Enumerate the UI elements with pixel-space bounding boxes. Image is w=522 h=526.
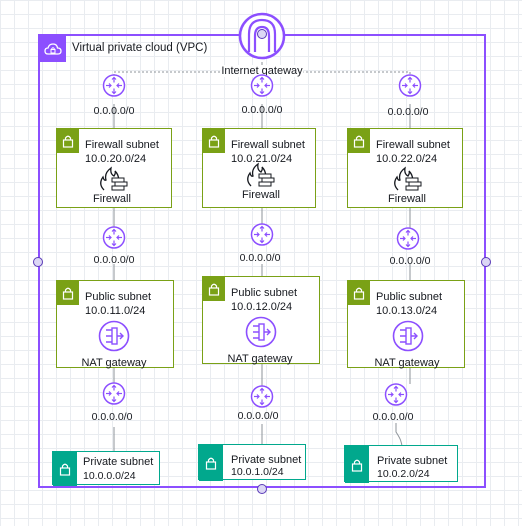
- nat-gateway-label: NAT gateway: [374, 357, 440, 369]
- firewall-subnet-1[interactable]: Firewall subnet 10.0.20.0/24: [56, 128, 172, 208]
- subnet-lock-icon: [348, 281, 370, 305]
- firewall-icon[interactable]: [392, 166, 424, 197]
- subnet-title: Public subnet: [231, 287, 298, 299]
- route-label: 0.0.0.0/0: [93, 105, 135, 117]
- nat-gateway-label: NAT gateway: [81, 357, 147, 369]
- subnet-lock-icon: [53, 452, 77, 486]
- subnet-title: Public subnet: [376, 291, 443, 303]
- vpc-label: Virtual private cloud (VPC): [72, 42, 208, 54]
- subnet-cidr: 10.0.1.0/24: [231, 466, 284, 478]
- subnet-cidr: 10.0.20.0/24: [85, 153, 147, 165]
- subnet-cidr: 10.0.22.0/24: [376, 153, 438, 165]
- subnet-lock-icon: [203, 277, 225, 301]
- route-table-router-icon[interactable]: [396, 227, 420, 256]
- firewall-subnet-2[interactable]: Firewall subnet 10.0.21.0/24: [202, 128, 316, 208]
- private-subnet-2[interactable]: Private subnet 10.0.1.0/24: [198, 444, 306, 481]
- firewall-label: Firewall: [388, 193, 426, 205]
- handle-right[interactable]: [481, 257, 491, 267]
- subnet-cidr: 10.0.11.0/24: [85, 305, 146, 317]
- subnet-cidr: 10.0.13.0/24: [376, 305, 438, 317]
- subnet-lock-icon: [203, 129, 225, 153]
- igw-label: Internet gateway: [220, 65, 304, 77]
- firewall-label: Firewall: [242, 189, 280, 201]
- private-subnet-3[interactable]: Private subnet 10.0.2.0/24: [344, 445, 458, 483]
- firewall-label: Firewall: [93, 193, 131, 205]
- handle-bottom[interactable]: [257, 484, 267, 494]
- subnet-title: Firewall subnet: [85, 139, 159, 151]
- igw-handle[interactable]: [257, 29, 267, 39]
- route-label: 0.0.0.0/0: [241, 104, 283, 116]
- firewall-icon[interactable]: [98, 166, 130, 197]
- route-label: 0.0.0.0/0: [387, 106, 429, 118]
- subnet-title: Firewall subnet: [376, 139, 450, 151]
- route-label: 0.0.0.0/0: [239, 252, 281, 264]
- route-label: 0.0.0.0/0: [389, 255, 431, 267]
- subnet-lock-icon: [57, 281, 79, 305]
- private-subnet-1[interactable]: Private subnet 10.0.0.0/24: [52, 451, 160, 486]
- vpc-cloud-lock-icon: [40, 36, 66, 62]
- route-table-router-icon[interactable]: [250, 223, 274, 252]
- subnet-title: Private subnet: [83, 456, 154, 468]
- route-table-router-icon[interactable]: [384, 383, 408, 412]
- subnet-cidr: 10.0.21.0/24: [231, 153, 293, 165]
- subnet-cidr: 10.0.0.0/24: [83, 470, 136, 482]
- subnet-lock-icon: [348, 129, 370, 153]
- route-label: 0.0.0.0/0: [372, 411, 414, 423]
- route-table-router-icon[interactable]: [398, 74, 422, 103]
- nat-gateway-label: NAT gateway: [227, 353, 293, 365]
- route-table-router-icon[interactable]: [102, 382, 126, 411]
- route-table-router-icon[interactable]: [102, 74, 126, 103]
- internet-gateway-icon[interactable]: [232, 12, 292, 69]
- subnet-title: Private subnet: [231, 454, 302, 466]
- subnet-lock-icon: [57, 129, 79, 153]
- subnet-cidr: 10.0.2.0/24: [377, 468, 430, 480]
- route-label: 0.0.0.0/0: [237, 410, 279, 422]
- route-table-router-icon[interactable]: [250, 385, 274, 414]
- subnet-cidr: 10.0.12.0/24: [231, 301, 293, 313]
- firewall-icon[interactable]: [245, 162, 277, 193]
- subnet-lock-icon: [199, 445, 223, 481]
- nat-gateway-icon[interactable]: [98, 320, 130, 357]
- route-label: 0.0.0.0/0: [93, 254, 135, 266]
- subnet-title: Firewall subnet: [231, 139, 305, 151]
- subnet-title: Private subnet: [377, 455, 448, 467]
- handle-left[interactable]: [33, 257, 43, 267]
- nat-gateway-icon[interactable]: [245, 316, 277, 353]
- route-label: 0.0.0.0/0: [91, 411, 133, 423]
- nat-gateway-icon[interactable]: [392, 320, 424, 357]
- route-table-router-icon[interactable]: [250, 74, 274, 103]
- subnet-title: Public subnet: [85, 291, 152, 303]
- route-table-router-icon[interactable]: [102, 226, 126, 255]
- subnet-lock-icon: [345, 446, 369, 483]
